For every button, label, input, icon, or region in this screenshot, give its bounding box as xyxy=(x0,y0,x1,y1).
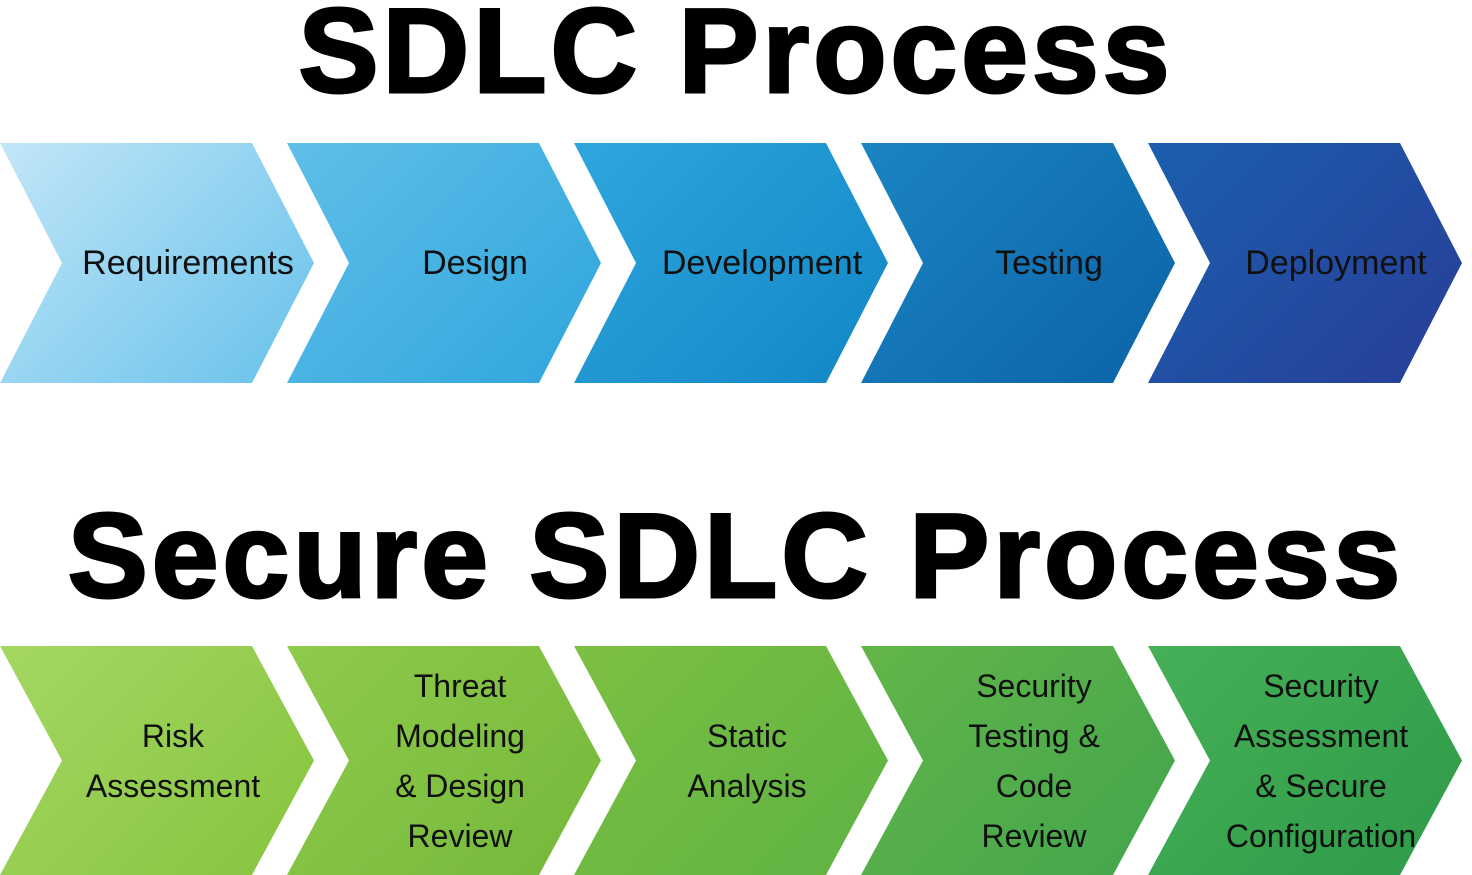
secure-sdlc-process-title: Secure SDLC Process xyxy=(66,489,1405,623)
sdlc-step-design: Design xyxy=(287,143,601,383)
sdlc-process-title: SDLC Process xyxy=(297,0,1174,118)
secure-step-static-analysis: Static Analysis xyxy=(574,646,888,875)
sdlc-step-deployment: Deployment xyxy=(1148,143,1462,383)
secure-step-security-testing-code-review: Security Testing & Code Review xyxy=(861,646,1175,875)
secure-sdlc-process-row: Risk Assessment Threat Modeling & Design… xyxy=(0,646,1472,875)
secure-step-threat-modeling-design-review: Threat Modeling & Design Review xyxy=(287,646,601,875)
secure-step-security-assessment-secure-configuration: Security Assessment & Secure Configurati… xyxy=(1148,646,1462,875)
sdlc-step-requirements: Requirements xyxy=(0,143,314,383)
sdlc-process-row: Requirements Design Development Testing … xyxy=(0,143,1472,383)
sdlc-step-development: Development xyxy=(574,143,888,383)
secure-step-risk-assessment: Risk Assessment xyxy=(0,646,314,875)
sdlc-step-testing: Testing xyxy=(861,143,1175,383)
